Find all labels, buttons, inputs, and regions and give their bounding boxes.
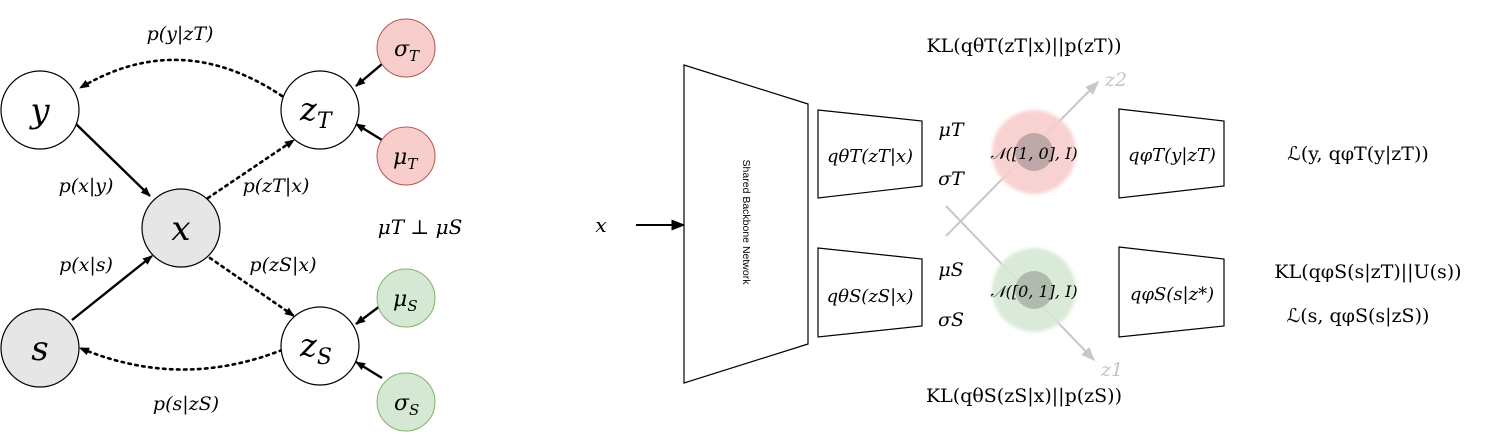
decoder-T-label: qφT(y|zT) [1128, 145, 1216, 166]
node-sigmaT-label: σ [394, 37, 410, 62]
label-p-zS-given-x: p(zS|x) [249, 254, 316, 276]
edge-sigmaT-to-zT [355, 63, 383, 87]
label-p-zT-given-x: p(zT|x) [243, 175, 310, 197]
graphical-model: y x s zT zS σT μT μS [0, 18, 463, 432]
kl-uniform-label: KL(qφS(s|zT)||U(s)) [1274, 261, 1461, 283]
node-sigmaT: σT [376, 18, 436, 78]
node-zS-label: z [299, 326, 318, 364]
encoder-S-box [817, 247, 923, 338]
node-zT: zT [280, 70, 360, 150]
loss-s-label: ℒ(s, qφS(s|zS)) [1287, 305, 1430, 327]
backbone-label: Shared Backbone Network [740, 160, 752, 286]
loss-y-label: ℒ(y, qφT(y|zT)) [1287, 143, 1429, 165]
node-muS-label: μ [393, 287, 407, 312]
node-zS: zS [280, 306, 360, 386]
node-x: x [141, 188, 221, 268]
label-independence: μT ⊥ μS [378, 215, 463, 239]
svg-text:μT: μT [393, 145, 418, 173]
node-s-label: s [31, 329, 48, 369]
edge-x-to-zT [206, 138, 296, 200]
node-muT-label: μ [393, 145, 407, 170]
node-muT-sub: T [407, 155, 418, 173]
node-muT: μT [376, 126, 436, 186]
node-y-label: y [28, 91, 50, 131]
axis-z1-label: z1 [1100, 359, 1123, 381]
edge-x-to-zS [208, 256, 296, 318]
encoder-T-label: qθT(zT|x) [827, 146, 913, 167]
kl-bottom-label: KL(qθS(zS|x)||p(zS)) [926, 385, 1122, 407]
edge-sigmaS-to-zS [355, 360, 383, 380]
node-muS: μS [376, 268, 436, 328]
svg-text:zT: zT [299, 90, 334, 134]
node-muS-sub: S [407, 297, 417, 315]
prior-S-label: 𝒩([0, 1], I) [990, 282, 1077, 301]
label-p-x-given-y: p(x|y) [59, 175, 114, 197]
node-x-label: x [171, 209, 190, 249]
label-p-x-given-s: p(x|s) [59, 254, 113, 276]
sigma-T-label: σT [938, 168, 965, 190]
edge-y-to-x [75, 123, 151, 197]
kl-top-label: KL(qθT(zT|x)||p(zT)) [926, 35, 1121, 57]
node-sigmaS-label: σ [394, 391, 410, 416]
prior-T-label: 𝒩([1, 0], I) [990, 144, 1077, 163]
svg-text:μS: μS [393, 287, 418, 315]
prior-T-blob [992, 110, 1076, 194]
node-sigmaS-sub: S [409, 401, 419, 419]
svg-text:σS: σS [394, 391, 419, 419]
edge-s-to-x [71, 255, 153, 321]
node-zT-sub: T [317, 109, 334, 134]
node-sigmaS: σS [376, 372, 436, 432]
node-y: y [0, 70, 80, 150]
mu-T-label: μT [938, 119, 964, 141]
decoder-S-box [1118, 246, 1225, 338]
input-x-label: x [595, 213, 606, 237]
node-s: s [0, 308, 80, 388]
prior-S-blob [992, 248, 1076, 332]
edge-zT-to-y [78, 58, 284, 98]
label-p-y-given-zT: p(y|zT) [147, 23, 214, 45]
architecture: x Shared Backbone Network qθT(zT|x) qθS(… [595, 35, 1461, 407]
axis-z2-label: z2 [1104, 69, 1127, 91]
mu-S-label: μS [938, 259, 963, 281]
decoder-T-box [1118, 108, 1225, 199]
label-p-s-given-zS: p(s|zS) [153, 393, 219, 415]
sigma-S-label: σS [938, 309, 964, 331]
svg-text:σT: σT [394, 37, 420, 65]
encoder-T-box [817, 109, 923, 199]
svg-text:zS: zS [299, 326, 332, 370]
backbone-trapezoid [683, 64, 809, 384]
encoder-S-label: qθS(zS|x) [827, 286, 914, 307]
node-zS-sub: S [317, 345, 332, 370]
node-zT-label: z [299, 90, 318, 128]
node-sigmaT-sub: T [409, 47, 420, 65]
edge-muT-to-zT [355, 122, 383, 142]
edge-muS-to-zS [355, 305, 381, 325]
edge-zS-to-s [78, 346, 284, 371]
decoder-S-label: qφS(s|z*) [1130, 284, 1214, 305]
